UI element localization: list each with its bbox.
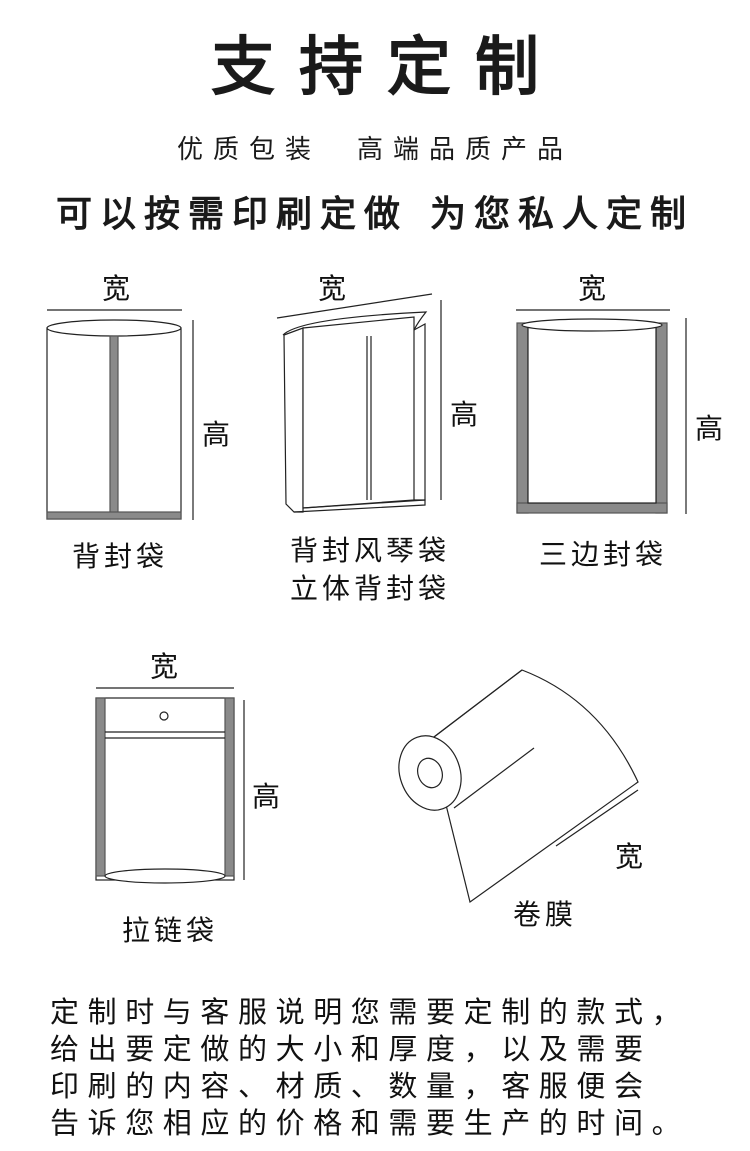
three-side-height-label: 高 [695,412,724,445]
page-title: 支持定制 [211,31,563,105]
gusset-bag-label-line1: 背封风琴袋 [289,534,450,567]
gusset-bag-label-line2: 立体背封袋 [289,572,450,605]
gusset-height-label: 高 [450,398,479,431]
width-line [555,789,639,847]
film-roll-label: 卷膜 [512,898,577,931]
subtitle-right: 高端品质产品 [357,135,574,165]
description: 定制时与客服说明您需要定制的款式， 给出要定做的大小和厚度，以及需要 印刷的内容… [50,994,730,1142]
description-line-4: 告诉您相应的价格和需要生产的时间。 [50,1106,690,1140]
back-seal-width-label: 宽 [102,272,131,305]
description-line-2: 给出要定做的大小和厚度，以及需要 [50,1032,652,1066]
subtitle: 优质包装 高端品质产品 [0,132,750,168]
zipper-bag-label: 拉链袋 [121,914,218,947]
back-seal-bag-label: 背封袋 [71,540,168,573]
zipper-bag-drawing [95,687,245,884]
description-line-3: 印刷的内容、材质、数量，客服便会 [50,1069,652,1103]
film-roll-width-label: 宽 [615,840,644,873]
subtitle-left: 优质包装 [176,135,321,165]
three-side-width-label: 宽 [578,272,607,305]
gusset-bag-drawing [276,293,442,513]
slogan: 可以按需印刷定做为您私人定制 [0,190,750,240]
slogan-right: 为您私人定制 [430,194,695,235]
gusset-width-label: 宽 [318,272,347,305]
slogan-left: 可以按需印刷定做 [55,194,408,235]
film-roll-drawing [398,669,639,904]
width-line [276,293,433,319]
description-line-1: 定制时与客服说明您需要定制的款式， [50,995,690,1029]
three-side-bag-drawing [516,309,687,514]
back-seal-height-label: 高 [202,418,231,451]
back-seal-bag-drawing [46,309,194,520]
zipper-width-label: 宽 [150,650,179,683]
three-side-bag-label: 三边封袋 [538,538,667,571]
zipper-height-label: 高 [252,780,281,813]
